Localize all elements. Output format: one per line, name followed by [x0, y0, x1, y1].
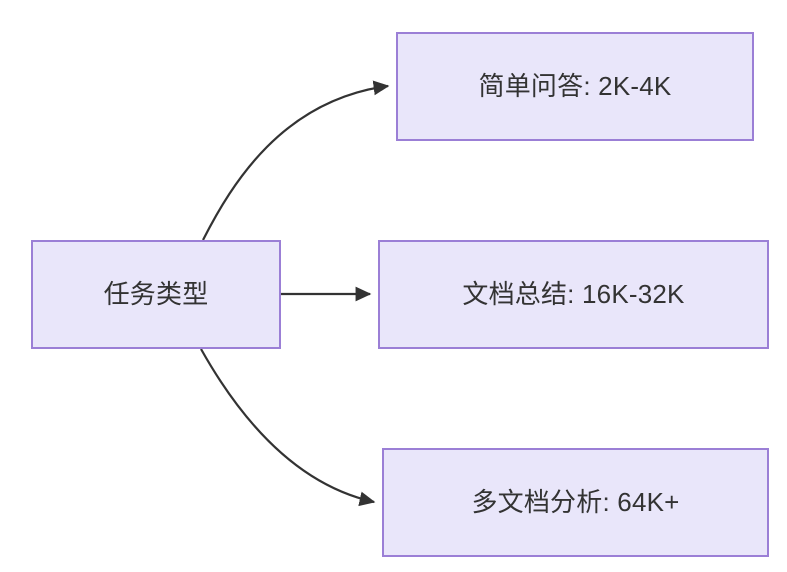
node-simple-qa[interactable]: 简单问答: 2K-4K [396, 32, 754, 141]
edge-root-to-multi-doc [200, 348, 376, 507]
node-doc-summary-label: 文档总结: 16K-32K [462, 278, 685, 309]
node-simple-qa-label: 简单问答: 2K-4K [478, 70, 672, 101]
node-doc-summary[interactable]: 文档总结: 16K-32K [378, 240, 769, 349]
node-task-type[interactable]: 任务类型 [31, 240, 281, 349]
node-task-type-label: 任务类型 [103, 278, 209, 309]
edge-root-to-simple-qa [202, 80, 390, 241]
node-multi-doc[interactable]: 多文档分析: 64K+ [382, 448, 769, 557]
node-multi-doc-label: 多文档分析: 64K+ [471, 486, 680, 517]
